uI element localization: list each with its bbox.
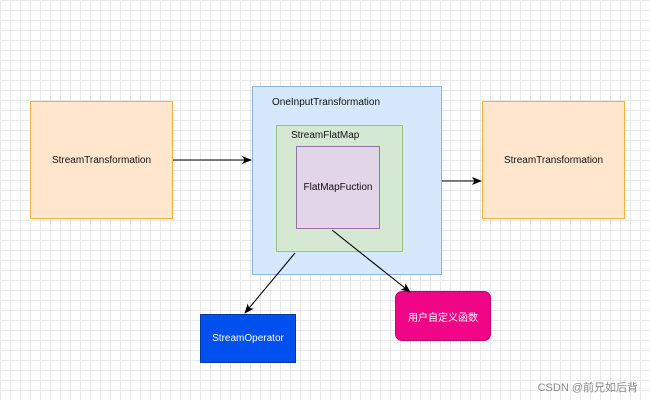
stream-transformation-target-node[interactable]: StreamTransformation <box>482 101 625 219</box>
user-defined-function-label: 用户自定义函数 <box>408 312 478 324</box>
stream-flat-map-label: StreamFlatMap <box>291 130 360 141</box>
one-input-transformation-label: OneInputTransformation <box>272 97 381 108</box>
arrow-to-user-function <box>331 229 411 293</box>
stream-operator-label: StreamOperator <box>212 333 284 344</box>
stream-transformation-target-label: StreamTransformation <box>503 154 604 166</box>
stream-operator-node[interactable]: StreamOperator <box>200 314 296 363</box>
watermark: CSDN @前兄如后背 <box>537 382 638 394</box>
flat-map-function-label: FlatMapFuction <box>303 182 373 193</box>
stream-transformation-source-label: StreamTransformation <box>51 154 152 166</box>
stream-transformation-source-node[interactable]: StreamTransformation <box>30 101 173 219</box>
user-defined-function-node[interactable]: 用户自定义函数 <box>395 291 491 341</box>
flat-map-function-node[interactable]: FlatMapFuction <box>296 146 380 229</box>
arrow-to-stream-operator <box>244 252 296 314</box>
